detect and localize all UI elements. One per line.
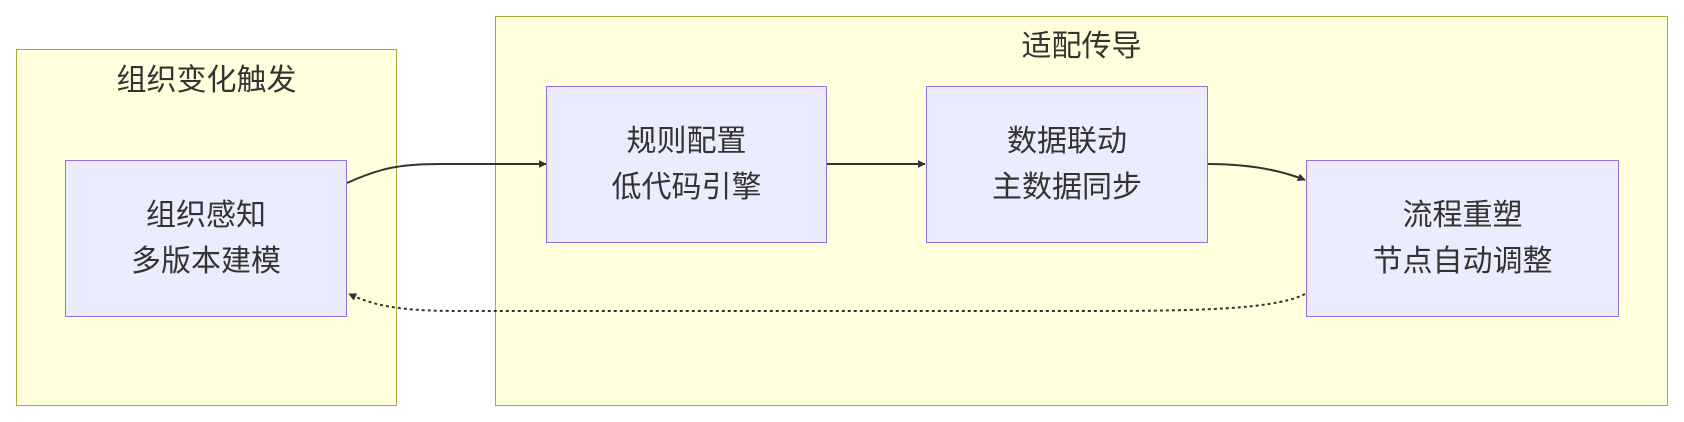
node-org-sense[interactable]: 组织感知 多版本建模 [65,160,347,317]
node-data-link-line2: 主数据同步 [992,169,1142,205]
cluster-title-trigger: 组织变化触发 [116,63,297,98]
node-rule-config-line2: 低代码引擎 [611,169,762,205]
node-process-reshape-line1: 流程重塑 [1402,197,1523,233]
node-data-link[interactable]: 数据联动 主数据同步 [926,86,1208,243]
node-data-link-line1: 数据联动 [1007,123,1127,159]
node-process-reshape-line2: 节点自动调整 [1372,243,1553,279]
node-rule-config-line1: 规则配置 [626,123,747,159]
node-rule-config[interactable]: 规则配置 低代码引擎 [546,86,827,243]
cluster-title-propagation: 适配传导 [1021,29,1142,64]
node-org-sense-line2: 多版本建模 [131,243,281,279]
node-process-reshape[interactable]: 流程重塑 节点自动调整 [1306,160,1619,317]
node-org-sense-line1: 组织感知 [146,197,266,233]
